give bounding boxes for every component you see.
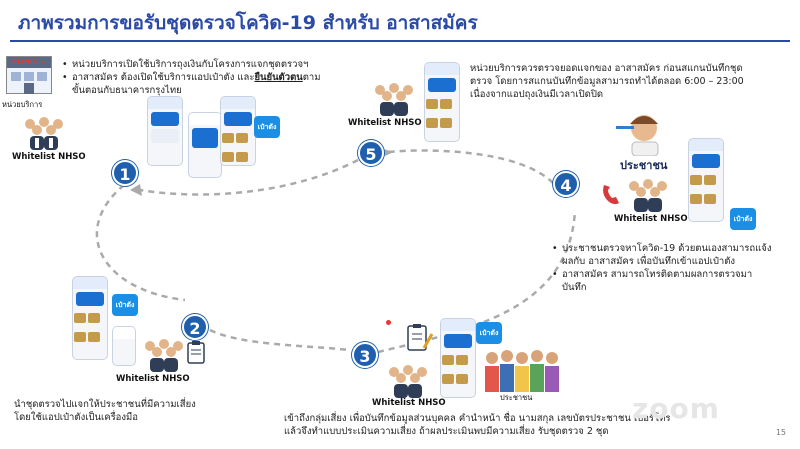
step4-bullet-1: ประชาชนตรวจหาโควิด-19 ด้วยตนเองสามารถแจ้… bbox=[552, 242, 792, 268]
step1-bullet-2: อาสาสมัคร ต้องเปิดใช้บริการแอปเป๋าตัง แล… bbox=[62, 71, 362, 97]
step3-description: เข้าถึงกลุ่มเสี่ยง เพื่อบันทึกข้อมูลส่วน… bbox=[284, 412, 764, 438]
phone-app-screen-2 bbox=[220, 96, 256, 166]
step5-line-3: เนื่องจากแอปถุงเงินมีเวลาเปิดปิด bbox=[470, 89, 604, 100]
clinic-sign: CLINIC + bbox=[7, 57, 51, 68]
phone-call-icon bbox=[603, 185, 619, 205]
clinic-building-icon bbox=[11, 72, 47, 94]
whitelist-label-3: Whitelist NHSO bbox=[372, 398, 446, 408]
step4-bullet-2: อาสาสมัคร สามารถโทรติดตามผลการตรวจมาบันท… bbox=[552, 268, 792, 294]
step-4-marker: 4 bbox=[553, 171, 579, 197]
pointer-dot bbox=[386, 320, 391, 325]
phone-app-screen-4 bbox=[688, 138, 724, 222]
paotang-app-badge-2: เป๋าตัง bbox=[112, 294, 138, 316]
title-underline bbox=[10, 40, 790, 42]
step1-bullet-1: หน่วยบริการเปิดใช้บริการถุงเงินกับโครงกา… bbox=[62, 58, 362, 71]
test-kit-icon bbox=[188, 112, 222, 178]
whitelist-label-1: Whitelist NHSO bbox=[12, 152, 86, 162]
step3-line-1: เข้าถึงกลุ่มเสี่ยง เพื่อบันทึกข้อมูลส่วน… bbox=[284, 413, 671, 424]
phone-app-screen-5 bbox=[424, 62, 460, 142]
step2-line-2: โดยใช้แอปเป๋าตังเป็นเครื่องมือ bbox=[14, 412, 138, 423]
paotang-app-badge-4: เป๋าตัง bbox=[730, 208, 756, 230]
citizen-label: ประชาชน bbox=[620, 159, 668, 172]
step2-line-1: นำชุดตรวจไปแจกให้ประชาชนที่มีความเสี่ยง bbox=[14, 399, 196, 410]
clipboard-pen-icon bbox=[407, 324, 434, 351]
paotang-app-badge-1: เป๋าตัง bbox=[254, 116, 280, 138]
phone-app-screen-1 bbox=[147, 96, 183, 166]
citizen-self-test-icon bbox=[616, 115, 659, 156]
page-title: ภาพรวมการขอรับชุดตรวจโควิด-19 สำหรับ อาส… bbox=[18, 12, 478, 34]
volunteer-group-icon bbox=[389, 365, 427, 398]
clipboard-icon bbox=[187, 341, 205, 364]
step3-line-2: แล้วจึงทำแบบประเมินความเสี่ยง ถ้าผลประเม… bbox=[284, 426, 609, 437]
step-5-marker: 5 bbox=[358, 140, 384, 166]
volunteer-group-icon bbox=[629, 179, 667, 212]
volunteer-group-icon bbox=[375, 83, 413, 116]
people-label: ประชาชน bbox=[500, 393, 533, 402]
volunteer-group-icon bbox=[25, 117, 63, 150]
phone-app-screen-step2 bbox=[72, 276, 108, 360]
zoom-watermark: zoom bbox=[632, 392, 720, 425]
step5-description: หน่วยบริการควรตรวจยอดแจกของ อาสาสมัคร ก่… bbox=[470, 62, 790, 101]
step2-description: นำชุดตรวจไปแจกให้ประชาชนที่มีความเสี่ยง … bbox=[14, 398, 294, 424]
volunteer-group-icon bbox=[145, 339, 183, 372]
test-kit-icon bbox=[112, 326, 136, 366]
step5-line-1: หน่วยบริการควรตรวจยอดแจกของ อาสาสมัคร ก่… bbox=[470, 63, 743, 74]
step5-line-2: ตรวจ โดยการสแกนบันทึกข้อมูลสามารถทำได้ตล… bbox=[470, 76, 744, 87]
citizens-crowd-icon bbox=[485, 350, 559, 392]
whitelist-label-4: Whitelist NHSO bbox=[614, 214, 688, 224]
whitelist-label-2: Whitelist NHSO bbox=[116, 374, 190, 384]
paotang-app-badge-3: เป๋าตัง bbox=[476, 322, 502, 344]
step-1-marker: 1 bbox=[112, 160, 138, 186]
step-3-marker: 3 bbox=[352, 342, 378, 368]
step1-description: หน่วยบริการเปิดใช้บริการถุงเงินกับโครงกา… bbox=[62, 58, 362, 97]
page-number: 15 bbox=[775, 428, 786, 437]
step4-description: ประชาชนตรวจหาโควิด-19 ด้วยตนเองสามารถแจ้… bbox=[552, 242, 792, 294]
clinic-icon: CLINIC + bbox=[6, 56, 52, 94]
whitelist-label-5: Whitelist NHSO bbox=[348, 118, 422, 128]
step-2-marker: 2 bbox=[182, 314, 208, 340]
phone-app-screen-step3 bbox=[440, 318, 476, 398]
service-unit-label: หน่วยบริการ bbox=[2, 100, 43, 109]
